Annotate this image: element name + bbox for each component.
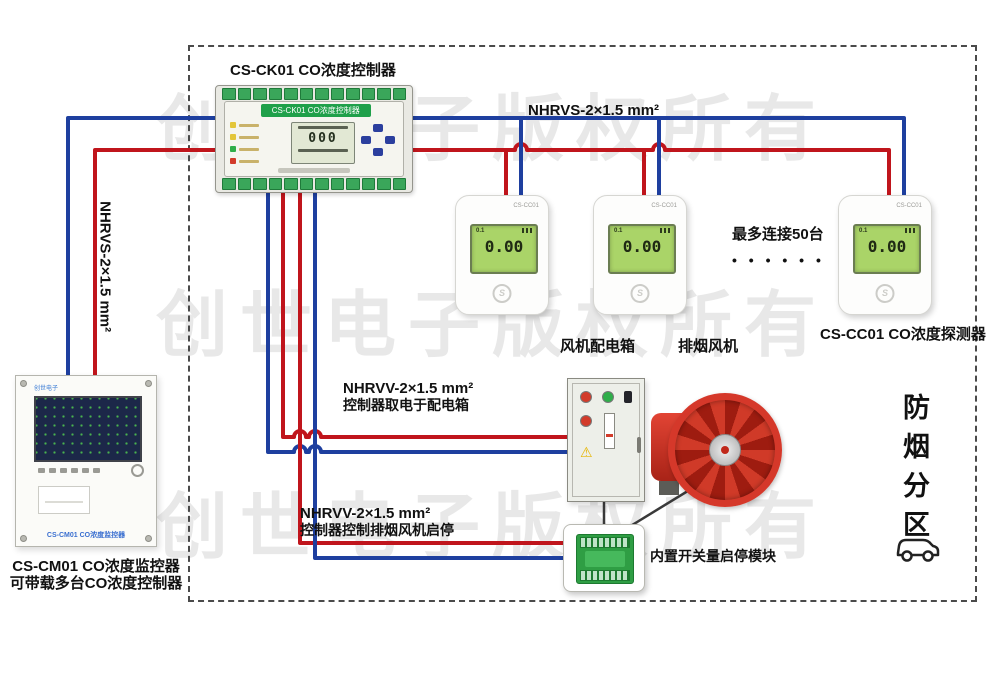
- switch-module-device: [576, 534, 634, 584]
- button-down-icon: [373, 148, 383, 156]
- label-nhrvs-top: NHRVS-2×1.5 mm²: [528, 102, 660, 119]
- monitor-keys: [38, 468, 100, 473]
- module-terminals-top: [580, 537, 630, 548]
- fan-foot: [659, 481, 679, 495]
- detector-reading: 0.00: [867, 237, 907, 256]
- wire-module-blue: [313, 188, 563, 560]
- detector-reading: 0.00: [484, 237, 524, 256]
- module-body: [585, 551, 625, 567]
- wire-cabinet-blue: [266, 188, 567, 454]
- signal-bars-icon: [660, 228, 670, 233]
- detector-screen: 0.1 0.00: [853, 224, 921, 274]
- monitor-screen: [34, 396, 142, 462]
- label-module-caption: 内置开关量启停模块: [650, 548, 776, 564]
- buzzer-icon: [131, 464, 144, 477]
- wire-monitor-controller-red: [93, 148, 216, 377]
- label-nhrvv-ctrl-line1: NHRVV-2×1.5 mm²: [300, 505, 431, 522]
- fan-hub-icon: [709, 434, 741, 466]
- button-right-icon: [385, 136, 395, 144]
- detector-reading: 0.00: [622, 237, 662, 256]
- controller-footer-text: [278, 168, 350, 173]
- detector-device-3: CS-CC01 0.1 0.00 S: [838, 195, 932, 315]
- label-nhrvv-ctrl-line2: 控制器控制排烟风机启停: [300, 522, 454, 539]
- label-nhrvv-power-line2: 控制器取电于配电箱: [343, 397, 469, 414]
- indicator-light-green-icon: [602, 391, 614, 403]
- indicator-light-red-icon: [580, 415, 592, 427]
- module-terminals-bottom: [580, 570, 630, 581]
- label-nhrvv-power: NHRVV-2×1.5 mm² 控制器取电于配电箱: [343, 380, 473, 413]
- controller-terminals-bottom: [222, 178, 406, 190]
- cabinet-switch-icon: [624, 391, 632, 403]
- detector-screen: 0.1 0.00: [608, 224, 676, 274]
- controller-device: CS-CK01 CO浓度控制器 000: [215, 85, 413, 193]
- detector-device-1: CS-CC01 0.1 0.00 S: [455, 195, 549, 315]
- label-nhrvv-ctrl: NHRVV-2×1.5 mm² 控制器控制排烟风机启停: [300, 505, 454, 538]
- label-fan-box: 风机配电箱: [560, 338, 636, 355]
- detector-model-label: CS-CC01: [513, 203, 539, 209]
- cabinet-handle-icon: [637, 437, 641, 453]
- car-icon: [896, 538, 940, 562]
- controller-keypad: [361, 124, 395, 158]
- wire-detector-bus-red: [410, 142, 891, 196]
- led-icon: [230, 134, 236, 140]
- detector-screen: 0.1 0.00: [470, 224, 538, 274]
- fan-distribution-cabinet: ⚠: [567, 378, 645, 502]
- fan-blades-icon: [668, 393, 782, 507]
- detector-model-label: CS-CC01: [651, 203, 677, 209]
- label-controller-title: CS-CK01 CO浓度控制器: [230, 62, 396, 79]
- signal-bars-icon: [522, 228, 532, 233]
- label-detector-caption: CS-CC01 CO浓度探测器: [820, 326, 986, 343]
- monitor-device: 创世电子 CS-CM01 CO浓度监控器: [15, 375, 157, 547]
- module-callout: [563, 524, 645, 592]
- button-left-icon: [361, 136, 371, 144]
- indicator-light-red-icon: [580, 391, 592, 403]
- wire-module-fan-black: [623, 484, 697, 532]
- detector-model-label: CS-CC01: [896, 203, 922, 209]
- led-icon: [230, 122, 236, 128]
- label-monitor-caption-line2: 可带载多台CO浓度控制器: [9, 575, 183, 593]
- label-monitor-caption: CS-CM01 CO浓度监控器 可带载多台CO浓度控制器: [0, 558, 192, 593]
- label-smoke-zone: 防烟分区: [899, 393, 930, 549]
- label-nhrvv-power-line1: NHRVV-2×1.5 mm²: [343, 380, 474, 397]
- signal-bars-icon: [905, 228, 915, 233]
- warning-icon: ⚠: [580, 444, 593, 460]
- detector-small-reading: 0.1: [614, 228, 623, 234]
- controller-led-column: [230, 122, 259, 164]
- boundary-frame: [188, 45, 977, 602]
- controller-faceplate: CS-CK01 CO浓度控制器 000: [224, 101, 404, 177]
- label-nhrvs-left: NHRVS-2×1.5 mm²: [96, 201, 114, 333]
- label-dots: • • • • • •: [732, 252, 825, 268]
- monitor-printer-slot: [38, 486, 90, 514]
- led-icon: [230, 158, 236, 164]
- detector-small-reading: 0.1: [476, 228, 485, 234]
- controller-header-label: CS-CK01 CO浓度控制器: [260, 104, 371, 117]
- controller-lcd-value: 000: [308, 131, 338, 146]
- brand-logo-icon: S: [492, 284, 512, 303]
- screw-icon: [20, 535, 27, 542]
- wire-cabinet-red: [281, 188, 567, 439]
- wire-monitor-controller-blue: [66, 116, 216, 377]
- controller-terminals-top: [222, 88, 406, 100]
- exhaust-fan-device: [645, 393, 782, 507]
- cabinet-gauge: [604, 413, 615, 449]
- detector-small-reading: 0.1: [859, 228, 868, 234]
- label-max-connect: 最多连接50台: [732, 226, 824, 243]
- monitor-brand-label: 创世电子: [34, 386, 59, 392]
- brand-logo-icon: S: [630, 284, 650, 303]
- screw-icon: [20, 380, 27, 387]
- brand-logo-icon: S: [875, 284, 895, 303]
- label-monitor-caption-line1: CS-CM01 CO浓度监控器: [12, 558, 180, 575]
- detector-device-2: CS-CC01 0.1 0.00 S: [593, 195, 687, 315]
- wire-module-red: [298, 188, 563, 545]
- led-icon: [230, 146, 236, 152]
- screw-icon: [145, 535, 152, 542]
- label-exhaust-fan: 排烟风机: [678, 338, 739, 355]
- button-up-icon: [373, 124, 383, 132]
- monitor-panel-label: CS-CM01 CO浓度监控器: [46, 532, 126, 539]
- screw-icon: [145, 380, 152, 387]
- wire-detector-bus-blue: [410, 116, 906, 196]
- controller-lcd: 000: [290, 122, 356, 164]
